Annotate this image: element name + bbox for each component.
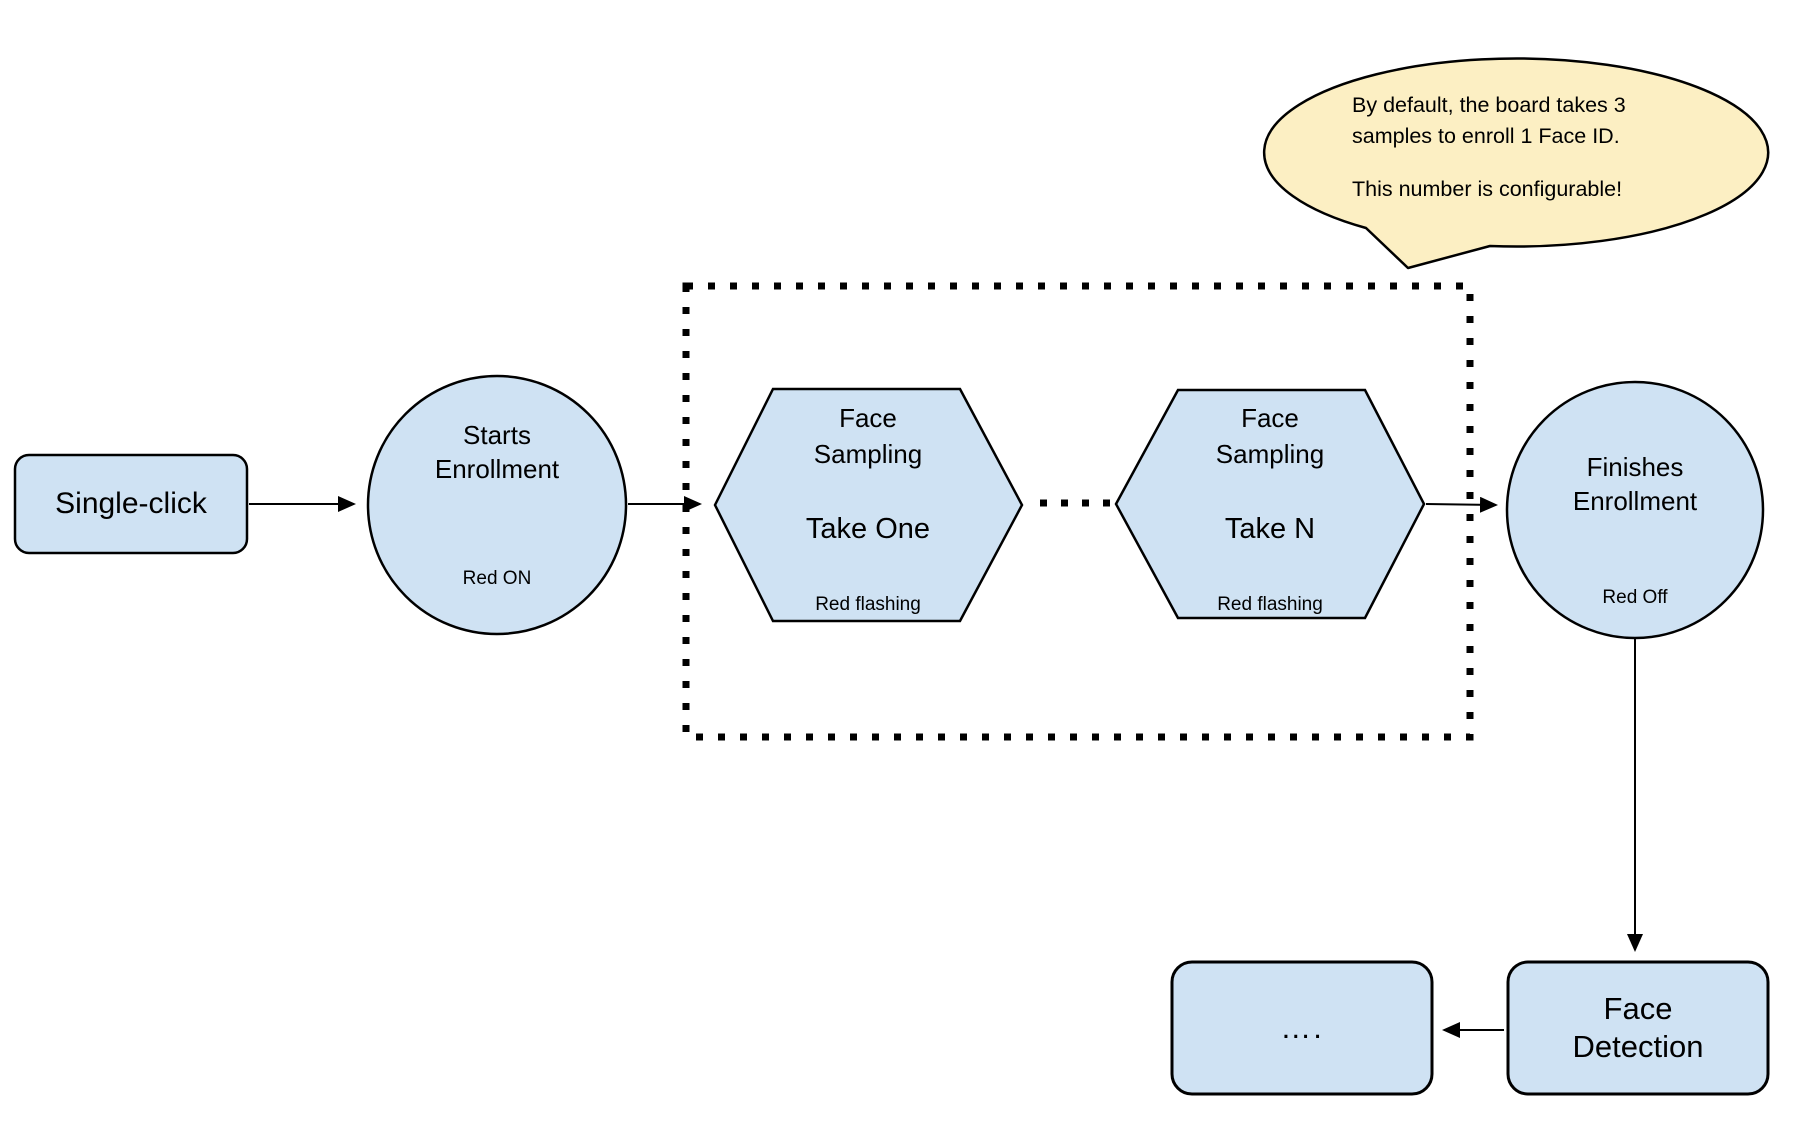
callout-bubble-shape [1262,57,1770,270]
callout-text: By default, the board takes 3 samples to … [1352,90,1782,205]
continuation-node-shape [1170,960,1434,1096]
face-sampling-one-title-line2: Sampling [813,439,923,469]
finishes-enrollment-title-line2: Enrollment [1572,486,1698,516]
callout-paragraph-1: By default, the board takes 3 samples to … [1352,90,1782,152]
starts-enrollment-node-shape [366,374,628,636]
callout-line-3: This number is configurable! [1352,177,1623,201]
face-detection-label-line2: Detection [1572,1029,1704,1064]
face-detection-label-line1: Face [1603,991,1673,1026]
arrow-sampling-to-finishes [1425,496,1498,513]
callout-line-1: By default, the board takes 3 [1352,93,1626,117]
starts-enrollment-title-line2: Enrollment [434,454,560,484]
face-detection-node-shape [1506,960,1770,1096]
starts-enrollment-status: Red ON [462,568,532,589]
starts-enrollment-title-line1: Starts [463,420,531,450]
face-sampling-n-step: Take N [1224,513,1316,545]
single-click-label: Single-click [55,487,207,520]
continuation-label: …. [1280,1010,1324,1045]
face-sampling-n-title-line2: Sampling [1215,439,1325,469]
finishes-enrollment-title-line1: Finishes [1586,452,1684,482]
face-sampling-one-step: Take One [805,513,931,545]
face-sampling-n-title-line1: Face [1241,403,1299,433]
face-sampling-one-status: Red flashing [815,594,921,615]
face-sampling-n-node-shape [1114,388,1426,620]
finishes-enrollment-status: Red Off [1602,587,1668,608]
sampling-group-dotted-box [682,282,1474,741]
single-click-node-shape [13,453,249,555]
face-sampling-one-title-line1: Face [839,403,897,433]
face-sampling-one-node-shape [713,387,1024,623]
callout-paragraph-2: This number is configurable! [1352,174,1782,205]
finishes-enrollment-node-shape [1505,380,1765,640]
callout-line-2: samples to enroll 1 Face ID. [1352,124,1620,148]
face-sampling-n-status: Red flashing [1217,594,1323,615]
